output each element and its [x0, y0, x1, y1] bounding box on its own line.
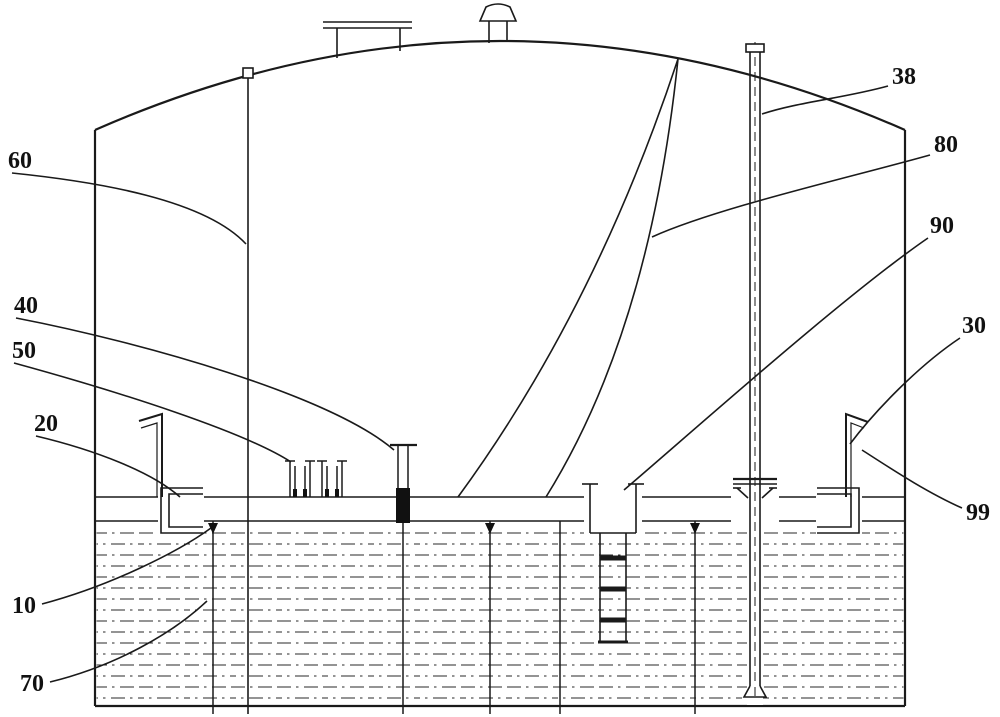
- tank-dome-roof: [94, 39, 906, 132]
- rim-post-right: [845, 412, 869, 497]
- roof-fittings: [242, 3, 518, 79]
- leader-99: [861, 449, 963, 509]
- label-80: 80: [934, 132, 958, 158]
- leader-20: [35, 435, 181, 498]
- label-90: 90: [930, 213, 954, 239]
- gauge-pole-deck-well: [733, 477, 777, 499]
- support-legs: [208, 521, 700, 714]
- deck-guide-fittings: [285, 460, 347, 497]
- reference-labels: 60 40 50 20 10 70 38 80 90 30 99: [8, 64, 990, 697]
- leader-90: [623, 237, 929, 491]
- label-99: 99: [966, 500, 990, 526]
- label-60: 60: [8, 148, 32, 174]
- leader-lines: [11, 85, 963, 683]
- rim-seal-right: [816, 486, 862, 536]
- leader-38: [761, 85, 889, 115]
- leader-40: [15, 317, 395, 451]
- gauge-pole: [731, 42, 779, 705]
- label-20: 20: [34, 411, 58, 437]
- bleeder-vent: [390, 443, 417, 714]
- rim-post-left: [138, 412, 163, 497]
- leader-60: [11, 172, 247, 245]
- gauge-pole-cap: [745, 43, 765, 53]
- gauge-pole-foot: [742, 685, 768, 698]
- leg-arrow: [690, 523, 700, 534]
- leader-80: [651, 154, 931, 238]
- manhole-ladder: [598, 533, 628, 644]
- guide-pole-roof-fitting: [242, 67, 254, 79]
- label-38: 38: [892, 64, 916, 90]
- tank-shell: [93, 39, 907, 708]
- guide-fitting-1: [285, 460, 315, 497]
- label-40: 40: [14, 293, 38, 319]
- label-50: 50: [12, 338, 36, 364]
- floating-deck: [95, 496, 905, 522]
- leg-arrow: [208, 523, 218, 534]
- hanging-cable: [457, 58, 679, 498]
- label-10: 10: [12, 593, 36, 619]
- leader-30: [849, 337, 961, 445]
- leader-70: [49, 600, 208, 683]
- guide-fitting-2: [317, 460, 347, 497]
- rim-seal-left: [158, 486, 204, 536]
- deck-manhole: [582, 483, 644, 644]
- leader-10: [41, 527, 212, 605]
- label-70: 70: [20, 671, 44, 697]
- leg-arrow: [485, 523, 495, 534]
- roof-hatch: [323, 21, 412, 58]
- label-30: 30: [962, 313, 986, 339]
- liquid-region: [96, 523, 904, 705]
- leader-50: [13, 362, 292, 463]
- roof-vent: [478, 3, 518, 43]
